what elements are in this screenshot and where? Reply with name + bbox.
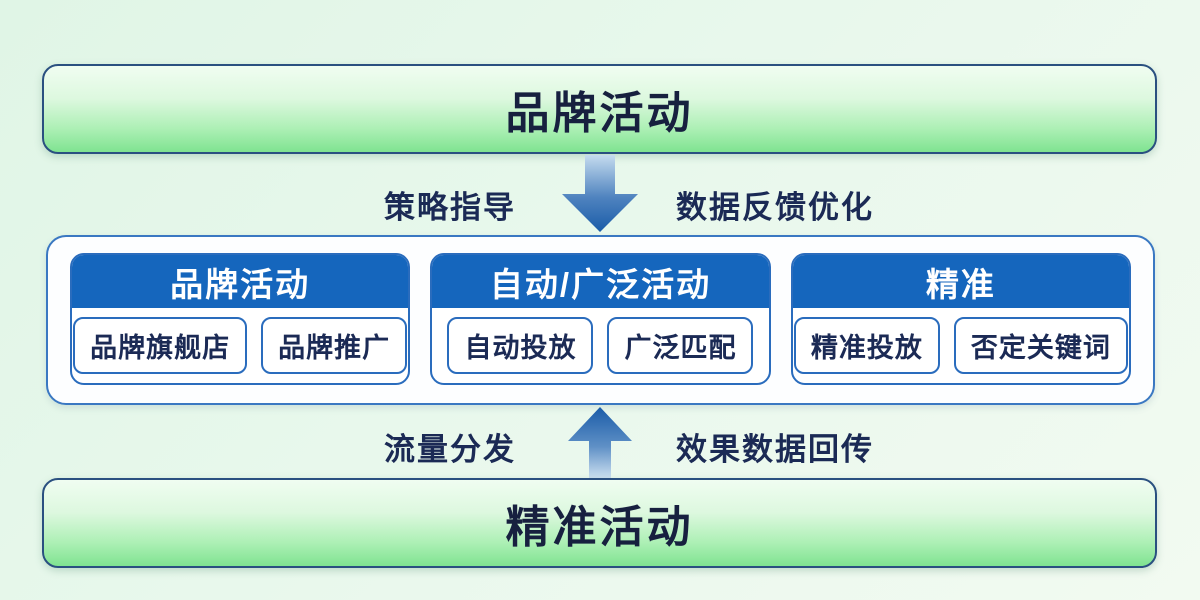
group-brand-activity: 品牌活动 品牌旗舰店 品牌推广: [70, 253, 411, 385]
group-auto-broad-activity-items: 自动投放 广泛匹配: [432, 308, 768, 383]
flow-label-traffic-distribution: 流量分发: [384, 432, 516, 467]
chip-brand-flagship-store: 品牌旗舰店: [73, 317, 248, 374]
group-precise: 精准 精准投放 否定关键词: [790, 253, 1131, 385]
chip-auto-placement: 自动投放: [447, 317, 594, 374]
group-precise-title: 精准: [792, 255, 1129, 308]
group-brand-activity-items: 品牌旗舰店 品牌推广: [72, 308, 408, 383]
campaign-groups-container: 品牌活动 品牌旗舰店 品牌推广 自动/广泛活动 自动投放 广泛匹配 精准 精准投…: [46, 235, 1155, 405]
group-precise-items: 精准投放 否定关键词: [793, 308, 1129, 383]
top-banner: 品牌活动: [42, 64, 1157, 154]
bottom-banner: 精准活动: [42, 478, 1157, 568]
bottom-banner-label: 精准活动: [505, 503, 694, 552]
chip-precise-placement: 精准投放: [793, 317, 940, 374]
chip-brand-promotion: 品牌推广: [261, 317, 408, 374]
group-brand-activity-title: 品牌活动: [72, 255, 409, 308]
flow-label-strategy-guidance: 策略指导: [384, 190, 516, 225]
up-arrow-icon: [568, 407, 632, 479]
top-banner-label: 品牌活动: [505, 89, 694, 138]
flow-label-data-feedback: 数据反馈优化: [676, 190, 874, 225]
chip-broad-match: 广泛匹配: [607, 317, 754, 374]
group-auto-broad-activity-title: 自动/广泛活动: [432, 255, 769, 308]
chip-negative-keywords: 否定关键词: [953, 317, 1128, 374]
group-auto-broad-activity: 自动/广泛活动 自动投放 广泛匹配: [430, 253, 771, 385]
flow-label-effect-data-return: 效果数据回传: [676, 432, 874, 467]
down-arrow-icon: [562, 155, 638, 232]
